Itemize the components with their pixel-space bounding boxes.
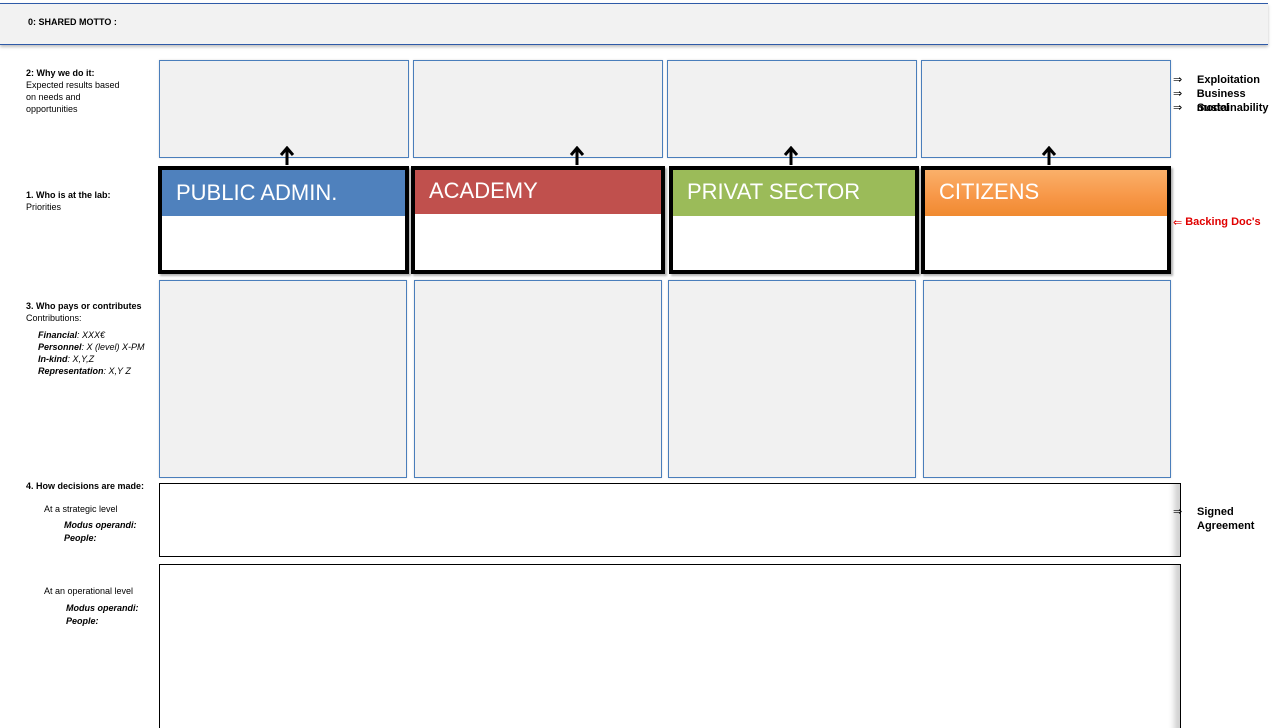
who-title: 1. Who is at the lab: [26, 190, 111, 200]
operational-people: People: [66, 616, 99, 626]
backing-docs-label: Backing Doc's [1185, 216, 1261, 228]
signed-label: Signed [1197, 506, 1234, 518]
strategic-decisions-box [159, 483, 1181, 557]
stakeholder-card-public-admin: PUBLIC ADMIN. [158, 166, 409, 274]
decisions-title: 4. How decisions are made: [26, 481, 145, 491]
contribution-value: : X,Y Z [103, 366, 131, 376]
operational-label: At an operational level [44, 586, 134, 596]
stakeholder-card-academy: ACADEMY [411, 166, 665, 274]
signed-agreement-note: ⇒ Signed Agreement [1173, 505, 1278, 533]
double-arrow-right-icon: ⇒ [1173, 102, 1183, 114]
stakeholder-header: ACADEMY [415, 170, 661, 214]
why-box-citizens [921, 60, 1171, 158]
contribution-value: : X (level) X-PM [81, 342, 145, 352]
shared-motto-bar [0, 3, 1268, 45]
pays-subtitle: Contributions: [26, 313, 82, 323]
stakeholder-header: PRIVAT SECTOR [673, 170, 915, 216]
outcome-label: Business model [1196, 88, 1246, 114]
pays-title: 3. Who pays or contributes [26, 301, 142, 311]
who-section-label: 1. Who is at the lab: Priorities [26, 189, 151, 213]
contributions-list: Financial: XXX€ Personnel: X (level) X-P… [38, 329, 158, 377]
double-arrow-right-icon: ⇒ [1173, 506, 1183, 518]
pays-box-citizens [923, 280, 1171, 478]
strategic-people: People: [64, 533, 97, 543]
why-title: 2: Why we do it: [26, 68, 95, 78]
outcomes-list: ⇒ Exploitation ⇒ Business model ⇒ Sustai… [1173, 73, 1280, 115]
pays-section-label: 3. Who pays or contributes Contributions… [26, 300, 156, 324]
contribution-item: Representation: X,Y Z [38, 365, 158, 377]
outcome-label: Exploitation [1197, 74, 1260, 86]
contribution-item: Financial: XXX€ [38, 329, 158, 341]
contribution-key: Representation [38, 366, 104, 376]
contribution-key: Financial [38, 330, 78, 340]
why-box-public-admin [159, 60, 409, 158]
stakeholder-header: PUBLIC ADMIN. [162, 170, 405, 216]
contribution-value: : XXX€ [77, 330, 106, 340]
why-line-1: Expected results based [26, 80, 120, 90]
outcome-item: ⇒ Exploitation [1173, 73, 1280, 87]
why-box-private-sector [667, 60, 917, 158]
stakeholder-card-private-sector: PRIVAT SECTOR [669, 166, 919, 274]
pays-box-academy [414, 280, 662, 478]
double-arrow-right-icon: ⇒ [1173, 88, 1183, 100]
outcome-item: ⇒ Sustainability [1173, 101, 1280, 115]
operational-modus: Modus operandi: [66, 603, 139, 613]
outcome-label: Sustainability [1197, 102, 1269, 114]
agreement-label: Agreement [1197, 520, 1255, 532]
arrow-up-icon [569, 146, 585, 165]
arrow-up-icon [1041, 146, 1057, 165]
operational-decisions-box [159, 564, 1181, 728]
contribution-item: In-kind: X,Y,Z [38, 353, 158, 365]
contribution-key: Personnel [38, 342, 82, 352]
contribution-key: In-kind [38, 354, 68, 364]
stakeholder-card-citizens: CITIZENS [921, 166, 1171, 274]
arrow-up-icon [783, 146, 799, 165]
shared-motto-label: 0: SHARED MOTTO : [28, 17, 117, 27]
strategic-modus: Modus operandi: [64, 520, 137, 530]
why-line-3: opportunities [26, 104, 78, 114]
stakeholder-header: CITIZENS [925, 170, 1167, 216]
arrow-up-icon [279, 146, 295, 165]
pays-box-public-admin [159, 280, 407, 478]
strategic-label: At a strategic level [44, 504, 118, 514]
double-arrow-left-icon: ⇐ [1173, 216, 1183, 229]
outcome-item: ⇒ Business model [1173, 87, 1280, 114]
who-subtitle: Priorities [26, 202, 62, 212]
backing-docs-note: ⇐ Backing Doc's [1173, 215, 1261, 229]
why-section-label: 2: Why we do it: Expected results based … [26, 67, 151, 115]
contribution-value: : X,Y,Z [67, 354, 95, 364]
why-box-academy [413, 60, 663, 158]
pays-box-private-sector [668, 280, 916, 478]
why-line-2: on needs and [26, 92, 81, 102]
contribution-item: Personnel: X (level) X-PM [38, 341, 158, 353]
double-arrow-right-icon: ⇒ [1173, 74, 1183, 86]
